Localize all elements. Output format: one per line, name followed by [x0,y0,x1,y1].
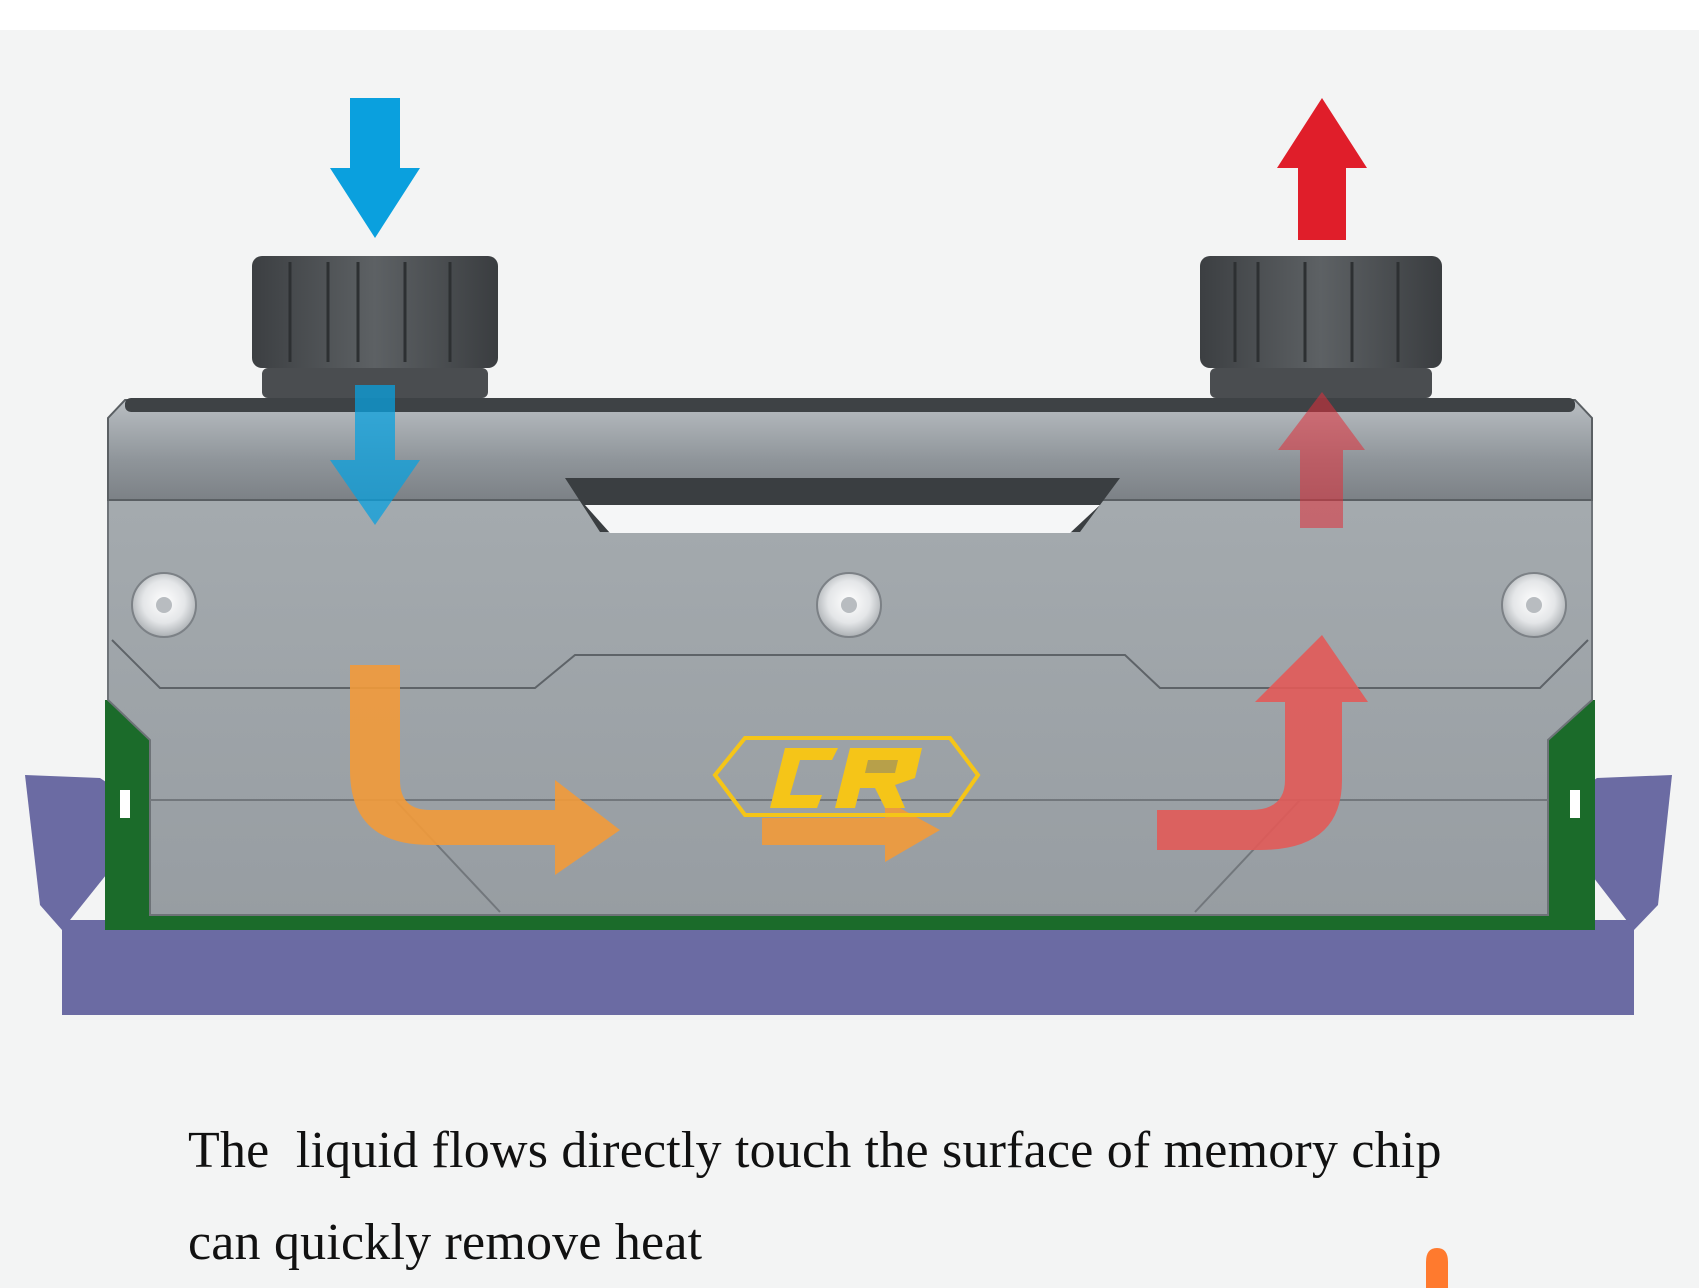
outlet-fitting [1200,256,1442,398]
caption-line-2: can quickly remove heat [188,1214,703,1271]
arrow-down-icon [330,98,420,238]
memory-slot [25,775,1672,1015]
arrow-up-icon [1277,98,1367,240]
inlet-fitting [252,256,498,398]
screw-icon [816,572,882,638]
water-block-body [107,499,1593,916]
flow-arrow-right [1157,635,1368,850]
caption-line-1: The liquid flows directly touch the surf… [188,1122,1442,1179]
internal-outlet-arrow [1278,392,1365,528]
internal-inlet-arrow [330,385,420,525]
screw-icon [1501,572,1567,638]
screw-icon [131,572,197,638]
brand-logo [712,736,981,817]
water-block-top [107,398,1593,533]
flow-arrow-left [350,665,620,875]
accent-marker [1426,1248,1448,1288]
